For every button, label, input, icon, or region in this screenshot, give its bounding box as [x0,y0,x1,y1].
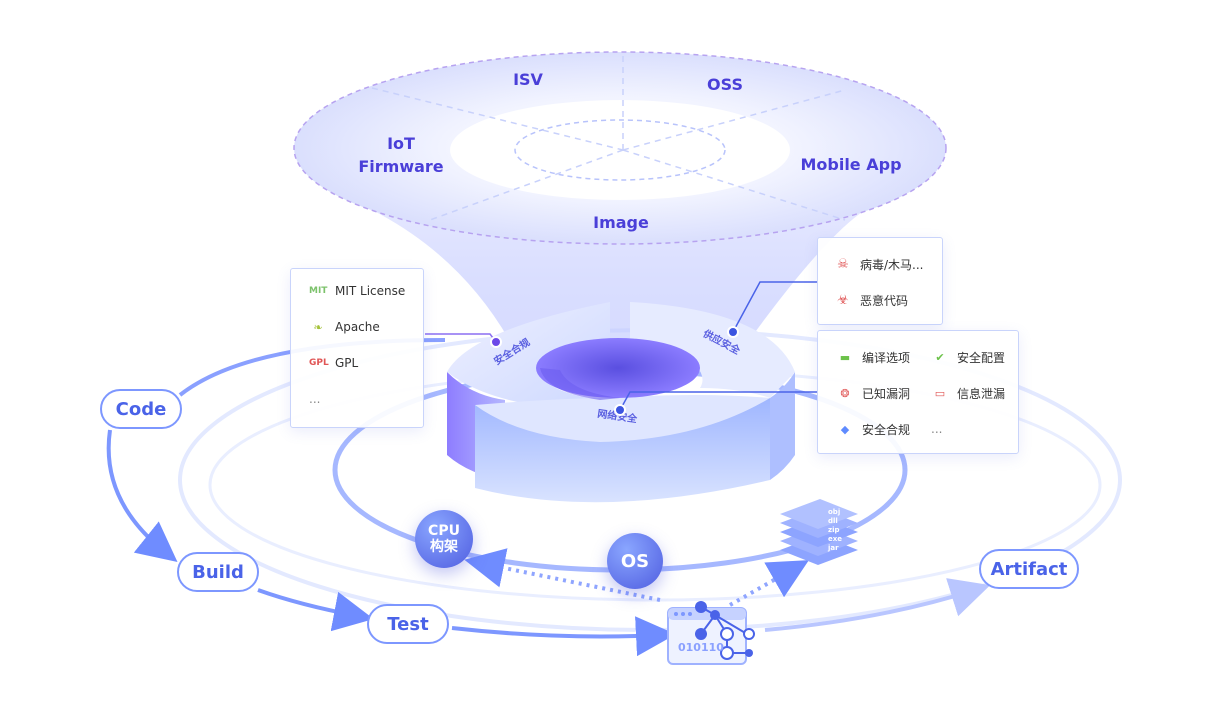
gpl-icon: GPL [309,358,329,368]
license-label-more: ... [309,392,321,406]
stack-label-exe: exe [828,535,842,543]
pipeline-test: Test [367,604,449,644]
config-label-security-config: 安全配置 [957,350,1006,365]
license-item-more: ... [309,381,423,417]
os-badge: OS [607,533,663,589]
flow-arrow-code-build [106,429,178,562]
stack-label-jar: jar [827,544,839,552]
artifact-stack [780,499,858,565]
license-label-mit: MIT License [335,284,406,298]
config-item-compile: ▬ 编译选项 [836,339,931,375]
connector-config [619,391,817,411]
os-badge-label: OS [620,550,650,572]
malware-label-virus: 病毒/木马... [860,257,924,272]
cpu-badge-line2: 构架 [430,539,458,555]
security-ring [447,302,795,503]
malware-label-malicious-code: 恶意代码 [860,293,909,308]
config-label-more: ... [931,422,943,436]
config-item-known-vuln: ❂ 已知漏洞 [836,375,931,411]
license-label-gpl: GPL [335,356,359,370]
stack-label-zip: zip [828,526,839,534]
flow-arrow-test-binary [451,616,676,657]
label-oss: OSS [707,75,743,94]
dotted-arrow-stack [729,560,809,607]
dotted-arrow-cpu [464,548,661,602]
biohazard-icon: ☣ [837,292,849,308]
malware-item-malicious-code: ☣ 恶意代码 [834,282,942,318]
label-isv: ISV [513,70,543,89]
shield-check-icon: ✔ [935,350,945,364]
connector-dot-malware [727,326,739,338]
mit-icon: MIT [309,286,328,296]
license-item-gpl: GPL GPL [309,345,423,381]
cpu-arch-badge: CPU 构架 [415,510,473,568]
config-item-info-leak: ▭ 信息泄漏 [931,375,1026,411]
binary-code-text: 010110 [678,641,724,654]
malware-item-virus: ☠ 病毒/木马... [834,246,942,282]
connector-malware [732,281,817,333]
funnel-cone [372,210,865,360]
compile-icon: ▬ [839,350,851,364]
label-image: Image [593,213,649,232]
key-icon: ▭ [934,386,946,400]
label-iot: IoT [387,134,415,153]
label-firmware: Firmware [358,157,443,176]
pipeline-artifact: Artifact [979,549,1079,589]
bug-icon: ❂ [840,386,850,400]
skull-icon: ☠ [837,256,849,272]
config-label-compile: 编译选项 [862,350,911,365]
funnel-inner-disc [514,119,726,181]
pipeline-build: Build [177,552,259,592]
flow-arrow-build-test [257,588,374,632]
pipeline-code: Code [100,389,182,429]
config-card: ▬ 编译选项 ✔ 安全配置 ❂ 已知漏洞 ▭ 信息泄漏 ◆ 安全合规 ... [817,330,1019,454]
funnel-sector-lines [371,56,846,221]
config-item-security-config: ✔ 安全配置 [931,339,1026,375]
flow-arrow-binary-artifact [764,578,991,632]
config-item-more: ... [931,411,1026,447]
config-item-compliance: ◆ 安全合规 [836,411,931,447]
license-item-mit: MIT MIT License [309,273,423,309]
malware-card: ☠ 病毒/木马... ☣ 恶意代码 [817,237,943,325]
cpu-badge-line1: CPU [428,523,460,539]
license-item-apache: ❧ Apache [309,309,423,345]
stack-label-obj: obj [828,508,840,516]
connector-dot-license [490,336,502,348]
config-label-compliance: 安全合规 [862,422,911,437]
shield-icon: ◆ [840,422,850,436]
license-label-apache: Apache [335,320,380,334]
binary-analysis-icon [667,601,755,665]
apache-feather-icon: ❧ [313,320,323,334]
connector-dot-config [614,404,626,416]
label-mobile-app: Mobile App [800,155,901,174]
license-card: MIT MIT License ❧ Apache GPL GPL ... [290,268,424,428]
config-label-known-vuln: 已知漏洞 [862,386,911,401]
config-label-info-leak: 信息泄漏 [957,386,1006,401]
stack-label-dll: dll [828,517,838,525]
